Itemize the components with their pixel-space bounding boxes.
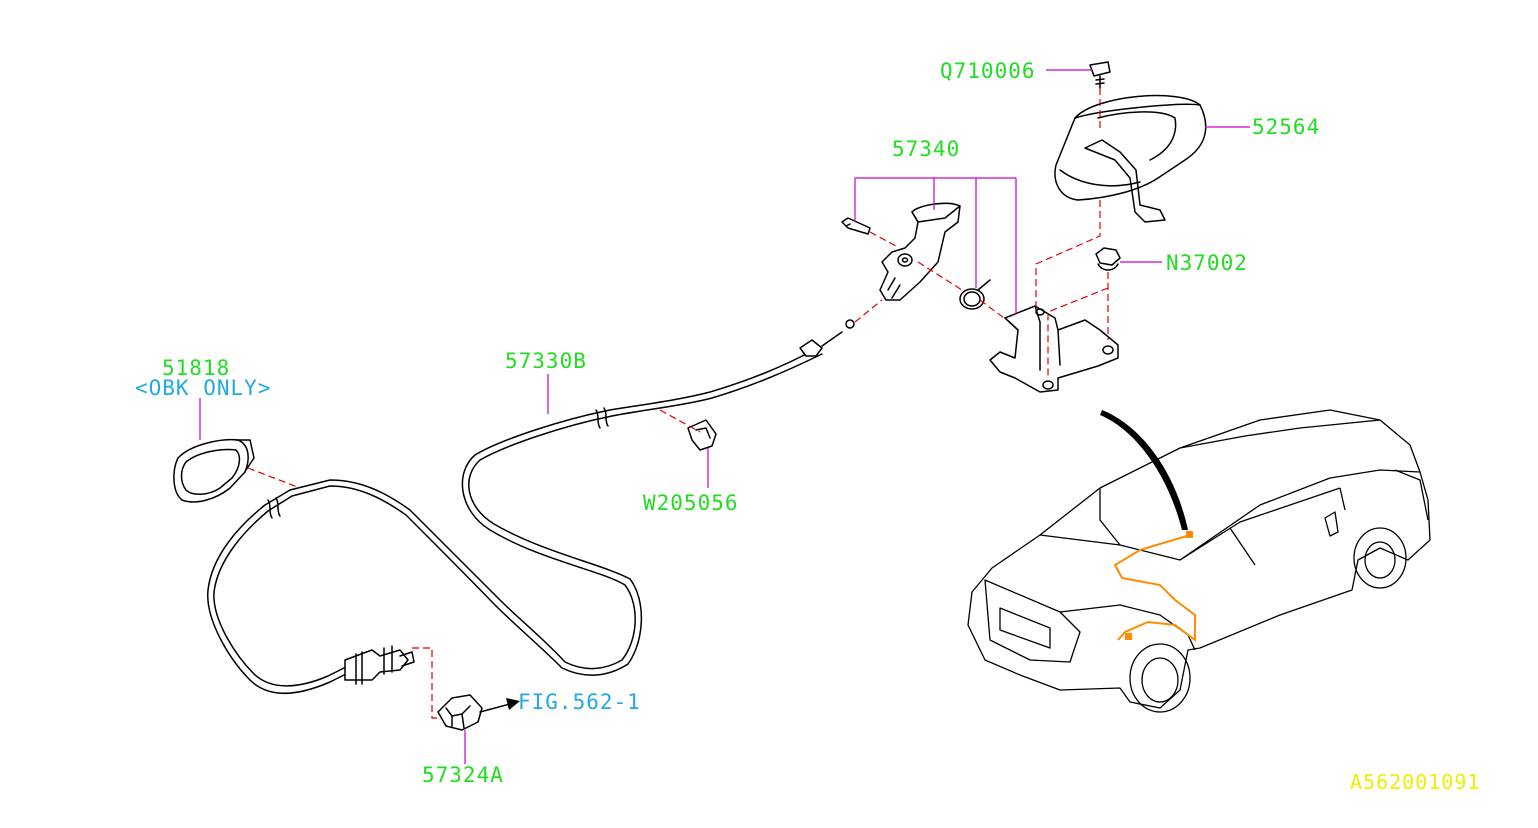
cable-57330b: [207, 319, 855, 695]
label-57340: 57340: [892, 137, 960, 161]
trim-cover-52564: [1054, 94, 1207, 223]
lever-assembly-57340: [841, 202, 991, 310]
holder-57324a: [437, 694, 483, 731]
assembly-dashed-lines: [247, 88, 1109, 719]
note-obk-only: <OBK ONLY>: [135, 376, 271, 400]
fig-ref-arrow: [479, 698, 520, 713]
diagram-id: A562001091: [1350, 770, 1480, 794]
screw-q710006: [1089, 61, 1111, 89]
grommet-51818: [173, 438, 255, 503]
label-57324a: 57324A: [422, 763, 504, 787]
clip-w205056: [687, 419, 717, 451]
label-w205056: W205056: [643, 491, 739, 515]
label-51818: 51818: [162, 356, 230, 380]
fig-reference-link[interactable]: FIG.562-1: [518, 690, 641, 714]
label-52564: 52564: [1252, 115, 1320, 139]
leader-lines: [199, 69, 1250, 764]
label-n37002: N37002: [1166, 251, 1248, 275]
nut-n37002: [1095, 247, 1121, 271]
label-57330b: 57330B: [505, 349, 587, 373]
lever-bracket: [989, 305, 1119, 393]
vehicle-illustration: [967, 409, 1431, 713]
label-q710006: Q710006: [940, 59, 1036, 83]
